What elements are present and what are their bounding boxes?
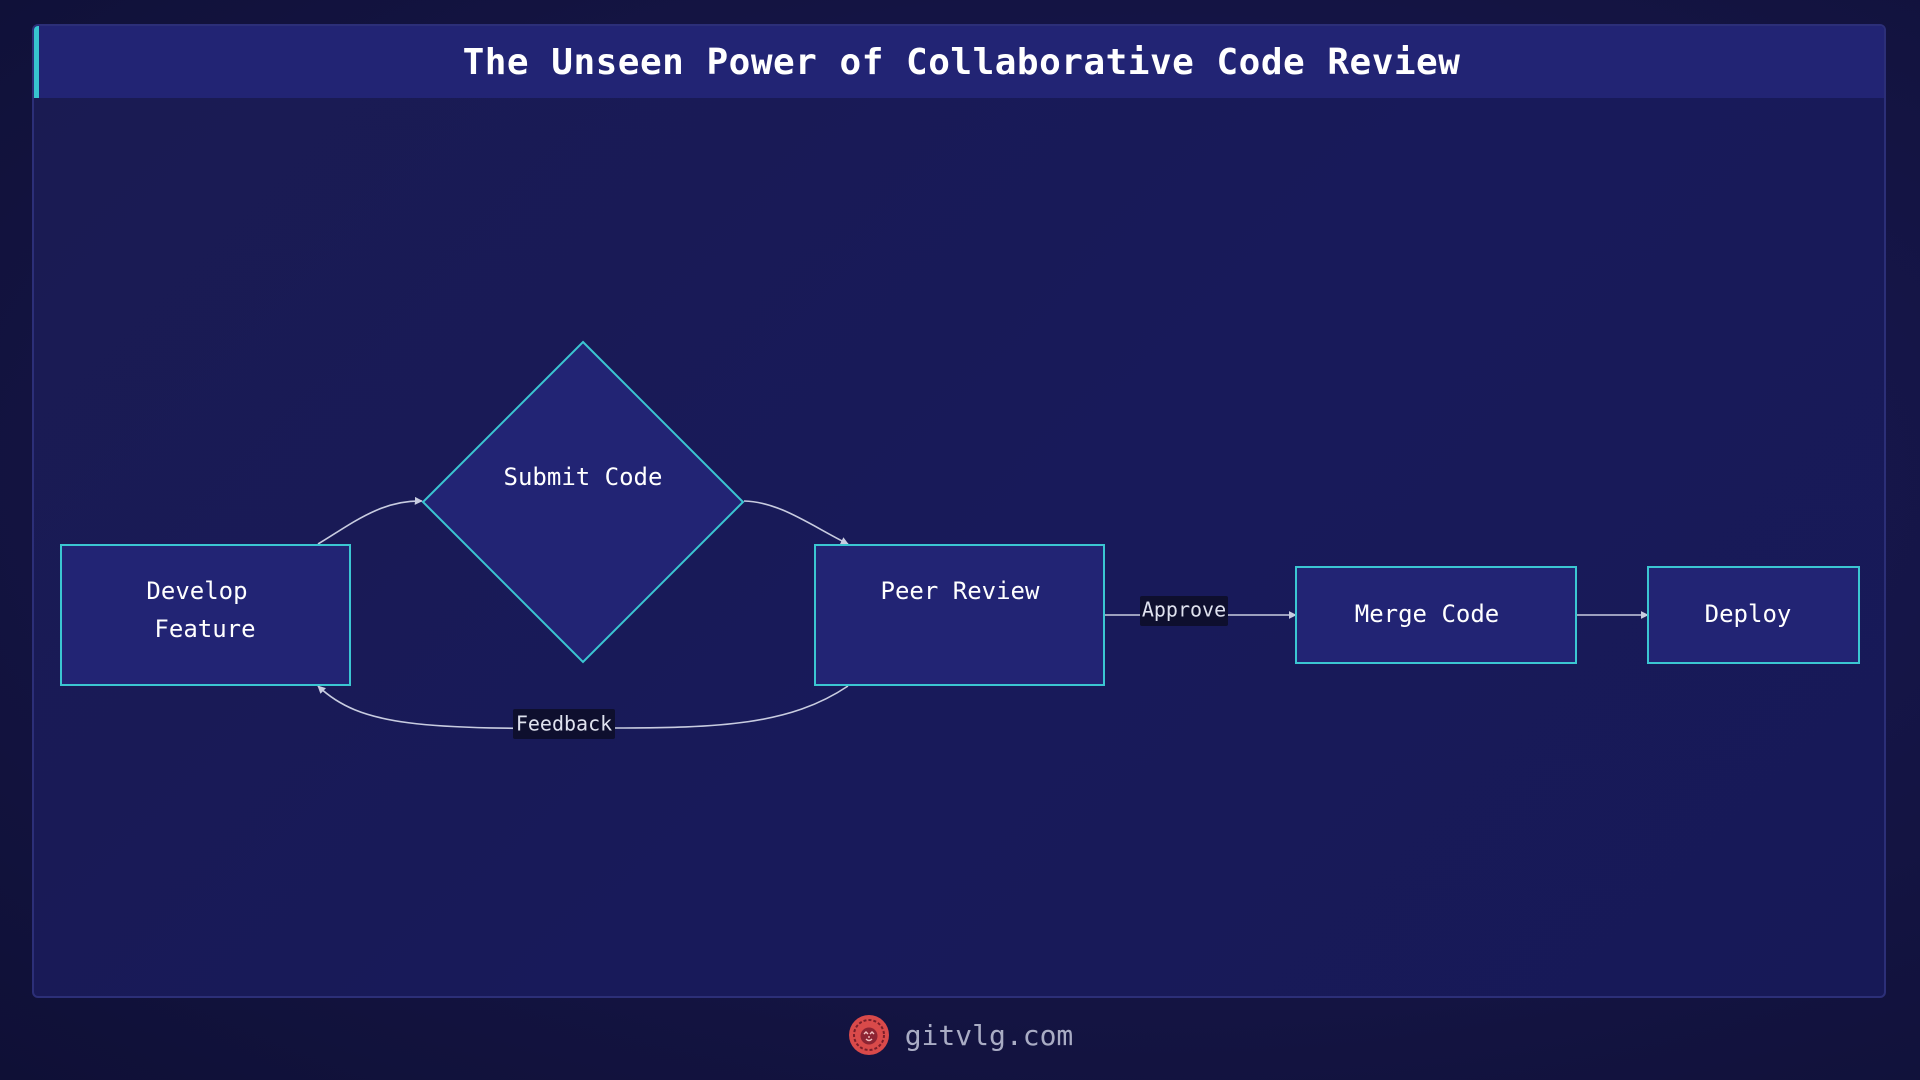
edge-submit-to-review (743, 500, 849, 545)
footer: gitvlg.com (0, 1010, 1920, 1060)
node-merge-code: Merge Code (1295, 566, 1577, 664)
feedback-label-bg (513, 709, 615, 739)
title-bar: The Unseen Power of Collaborative Code R… (34, 26, 1884, 98)
node-peer-review: Peer Review (814, 544, 1105, 686)
lion-head-icon (848, 1015, 889, 1055)
node-deploy: Deploy (1647, 566, 1860, 664)
approve-label-bg (1140, 596, 1228, 626)
feedback-label: Feedback (516, 712, 612, 736)
develop-feature-line1: Develop (146, 577, 247, 605)
submit-code-label: Submit Code (504, 463, 663, 491)
page-title: The Unseen Power of Collaborative Code R… (462, 41, 1461, 83)
edge-develop-to-submit (317, 496, 423, 545)
develop-feature-line2: Feature (154, 615, 255, 643)
diagram-frame: The Unseen Power of Collaborative Code R… (32, 24, 1886, 998)
footer-site[interactable]: gitvlg.com (904, 1018, 1074, 1052)
peer-review-label: Peer Review (881, 577, 1040, 605)
approve-label: Approve (1142, 598, 1226, 622)
node-submit-code: Submit Code (421, 340, 745, 664)
merge-code-label: Merge Code (1355, 600, 1500, 628)
deploy-label: Deploy (1705, 600, 1792, 628)
node-develop-feature: Develop Feature (60, 544, 351, 686)
